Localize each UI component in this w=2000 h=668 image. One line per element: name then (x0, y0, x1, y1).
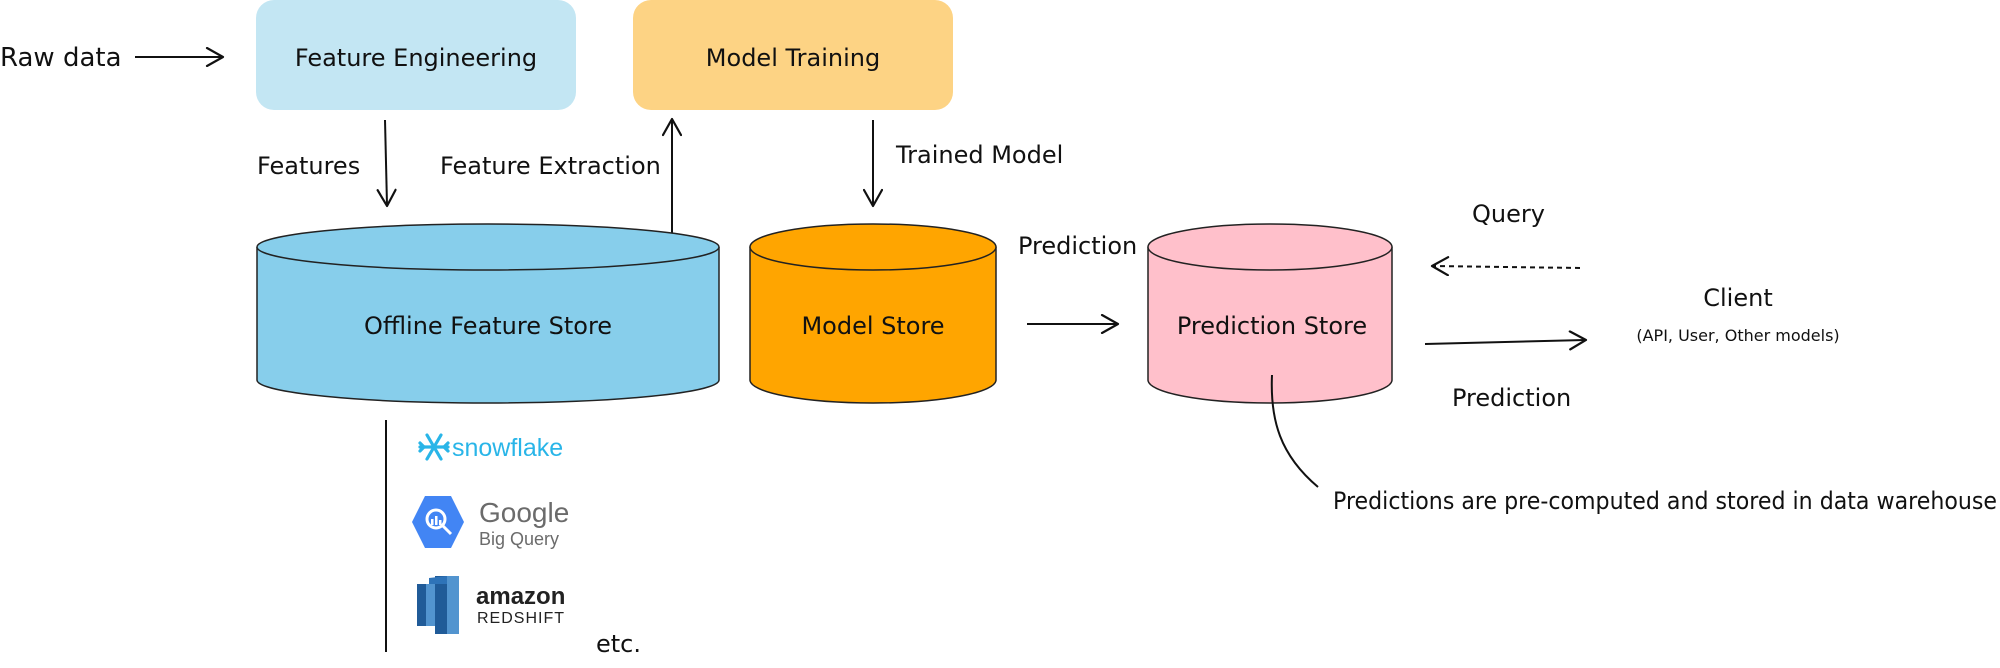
snowflake-wordmark: snowflake (452, 434, 563, 462)
redshift-sub-text: REDSHIFT (477, 610, 565, 627)
bigquery-sub-text: Big Query (479, 529, 559, 549)
offline-feature-store-cylinder: Offline Feature Store (256, 223, 720, 404)
bigquery-hexagon-icon (412, 496, 464, 548)
client-subtitle: (API, User, Other models) (1636, 326, 1839, 345)
offline-feature-store-label: Offline Feature Store (364, 312, 612, 340)
feature-engineering-box (256, 0, 576, 110)
bigquery-logo: Google Big Query (412, 496, 569, 549)
model-store-label: Model Store (801, 312, 944, 340)
prediction-to-client-label: Prediction (1452, 384, 1571, 412)
prediction-to-store-label: Prediction (1018, 232, 1137, 260)
redshift-logo: amazon REDSHIFT (417, 576, 565, 634)
features-label: Features (257, 152, 360, 180)
note-text: Predictions are pre-computed and stored … (1333, 487, 1997, 515)
bigquery-magnifier-icon (425, 508, 453, 536)
raw-data-label: Raw data (0, 43, 122, 73)
model-training-label: Model Training (706, 44, 880, 72)
features-arrow (385, 119, 387, 205)
note-connector (1270, 374, 1319, 488)
snowflake-logo: snowflake (418, 433, 563, 462)
prediction-to-client-arrow (1424, 340, 1585, 344)
redshift-amazon-text: amazon (476, 583, 565, 610)
prediction-store-label: Prediction Store (1177, 312, 1367, 340)
etc-label: etc. (596, 630, 641, 658)
redshift-icon (417, 576, 459, 634)
feature-engineering-node: Feature Engineering (256, 0, 576, 110)
query-label: Query (1472, 200, 1545, 228)
bigquery-google-text: Google (479, 497, 569, 528)
snowflake-icon (418, 433, 450, 461)
query-arrow (1433, 266, 1581, 268)
model-training-box (633, 0, 953, 110)
feature-engineering-label: Feature Engineering (295, 44, 537, 72)
model-store-cylinder: Model Store (749, 223, 997, 404)
prediction-store-cylinder: Prediction Store (1147, 223, 1393, 404)
model-training-node: Model Training (633, 0, 953, 110)
trained-model-label: Trained Model (895, 141, 1063, 169)
feature-extraction-label: Feature Extraction (440, 152, 661, 180)
client-label: Client (1703, 284, 1772, 312)
